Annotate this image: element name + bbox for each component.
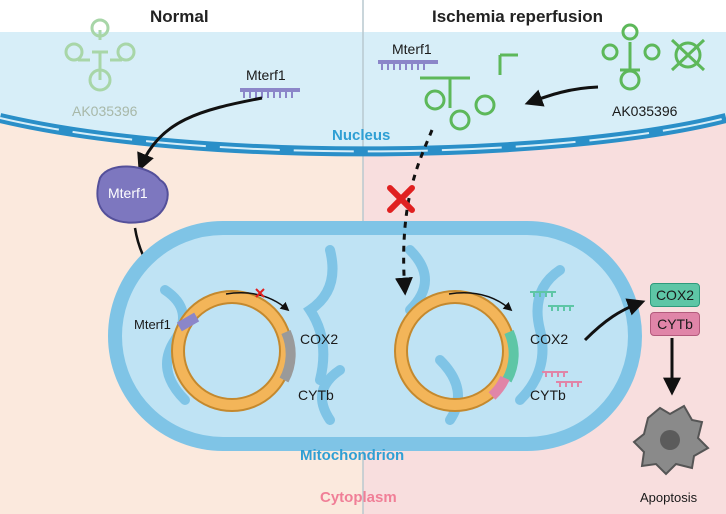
inhibit-x-icon: [387, 185, 415, 213]
transcription-arrow-left: [225, 292, 290, 312]
mterf1-right-nucleus-label: Mterf1: [392, 41, 432, 57]
transcription-arrow-right: [448, 292, 513, 312]
cytb-right-label: CYTb: [530, 387, 566, 403]
mterf1-strand-right: [378, 60, 438, 70]
plasmid-left-gray-segment: [279, 329, 296, 383]
mterf1-bind-site: [176, 312, 200, 332]
lncrna-right-icon: [601, 23, 706, 91]
lncrna-left-label: AK035396: [72, 103, 138, 119]
cox2-box: COX2: [650, 283, 700, 307]
cox2-transcripts: [530, 291, 574, 311]
mitochondrion-label: Mitochondrion: [300, 447, 405, 464]
export-arrow: [583, 298, 646, 342]
cytb-box: CYTb: [650, 312, 700, 336]
mterf1-left-nucleus-label: Mterf1: [246, 67, 286, 83]
mterf1-protein-blob: [96, 165, 169, 224]
mterf1-strand-left: [240, 88, 300, 98]
cytoplasm-label: Cytoplasm: [320, 489, 397, 506]
mitochondrion-outer: [108, 221, 642, 451]
mterf1-blob-label: Mterf1: [108, 185, 148, 201]
block-mark-left: [255, 288, 265, 298]
cox2-right-label: COX2: [530, 331, 569, 347]
apoptotic-nucleus: [660, 430, 680, 450]
title-ischemia: Ischemia reperfusion: [432, 7, 604, 26]
cytb-left-label: CYTb: [298, 387, 334, 403]
plasmid-right-cox2-segment: [502, 329, 519, 383]
plasmid-right-cytb-segment: [488, 375, 510, 400]
apoptosis-label: Apoptosis: [640, 490, 698, 505]
lncrna-left-icon: [64, 18, 136, 92]
nucleus-label: Nucleus: [332, 127, 391, 144]
binding-arrow: [524, 85, 599, 107]
cox2-left-label: COX2: [300, 331, 339, 347]
title-normal: Normal: [150, 7, 209, 26]
translation-arrow: [137, 96, 263, 172]
lncrna-right-complex-icon: [420, 53, 518, 131]
mterf1-plasmid-label: Mterf1: [134, 317, 171, 332]
nuclear-pores: [0, 117, 726, 153]
cytb-transcripts: [542, 371, 582, 387]
lncrna-right-label: AK035396: [612, 103, 678, 119]
